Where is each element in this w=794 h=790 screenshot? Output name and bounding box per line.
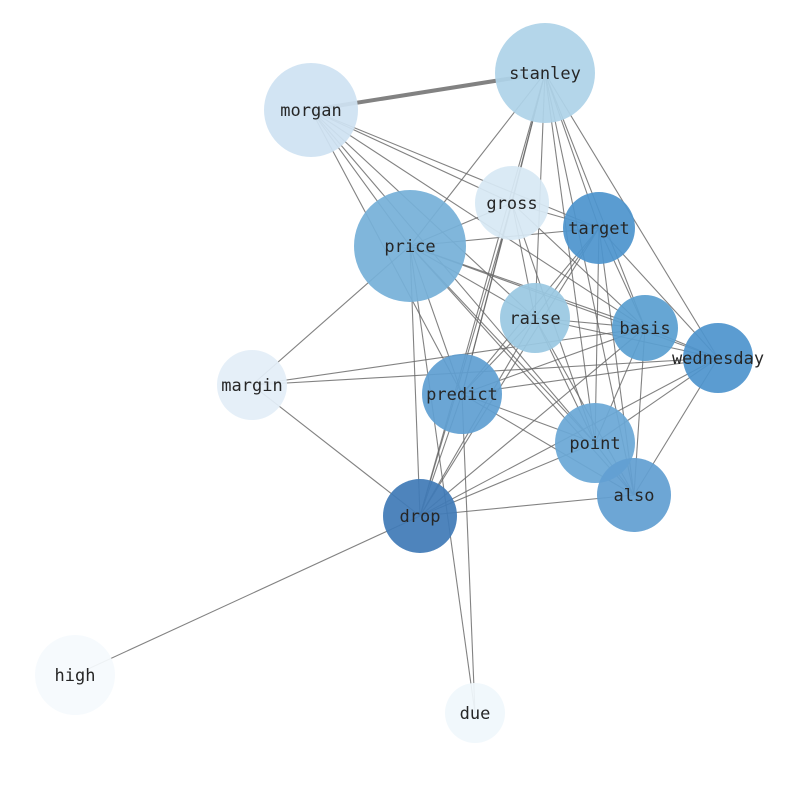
- graph-node-label-price: price: [384, 237, 435, 257]
- graph-node-basis[interactable]: [612, 295, 678, 361]
- graph-node-price[interactable]: [354, 190, 466, 302]
- graph-edge: [310, 109, 600, 229]
- graph-node-drop[interactable]: [383, 479, 457, 553]
- graph-node-label-also: also: [614, 486, 655, 506]
- graph-node-label-raise: raise: [509, 309, 560, 329]
- graph-node-point[interactable]: [555, 403, 635, 483]
- graph-edge: [310, 109, 646, 329]
- graph-node-label-basis: basis: [619, 319, 670, 339]
- graph-node-label-stanley: stanley: [509, 64, 581, 84]
- graph-edge: [419, 72, 546, 517]
- graph-node-label-drop: drop: [400, 507, 441, 527]
- graph-edge: [74, 515, 421, 676]
- graph-edge: [419, 327, 646, 517]
- graph-node-margin[interactable]: [217, 350, 287, 420]
- nodes-layer: [35, 23, 753, 743]
- graph-node-label-high: high: [55, 666, 96, 686]
- graph-node-label-target: target: [568, 219, 629, 239]
- graph-edge: [419, 227, 600, 517]
- graph-node-label-wednesday: wednesday: [672, 349, 764, 369]
- graph-node-label-predict: predict: [426, 385, 498, 405]
- graph-edge: [461, 357, 719, 395]
- graph-node-stanley[interactable]: [495, 23, 595, 123]
- labels-layer: stanley morgan gross target price raise basisw…: [55, 64, 765, 724]
- graph-edge: [461, 393, 476, 714]
- graph-node-label-point: point: [569, 434, 620, 454]
- graph-node-wednesday[interactable]: [683, 323, 753, 393]
- graph-node-due[interactable]: [445, 683, 505, 743]
- graph-node-raise[interactable]: [500, 283, 570, 353]
- graph-node-gross[interactable]: [475, 166, 549, 240]
- graph-node-high[interactable]: [35, 635, 115, 715]
- graph-node-predict[interactable]: [422, 354, 502, 434]
- edges-layer: [74, 71, 719, 714]
- graph-node-label-due: due: [460, 704, 491, 724]
- graph-node-label-morgan: morgan: [280, 101, 341, 121]
- graph-node-target[interactable]: [563, 192, 635, 264]
- graph-node-morgan[interactable]: [264, 63, 358, 157]
- graph-node-also[interactable]: [597, 458, 671, 532]
- graph-node-label-margin: margin: [221, 376, 282, 396]
- graph-node-label-gross: gross: [486, 194, 537, 214]
